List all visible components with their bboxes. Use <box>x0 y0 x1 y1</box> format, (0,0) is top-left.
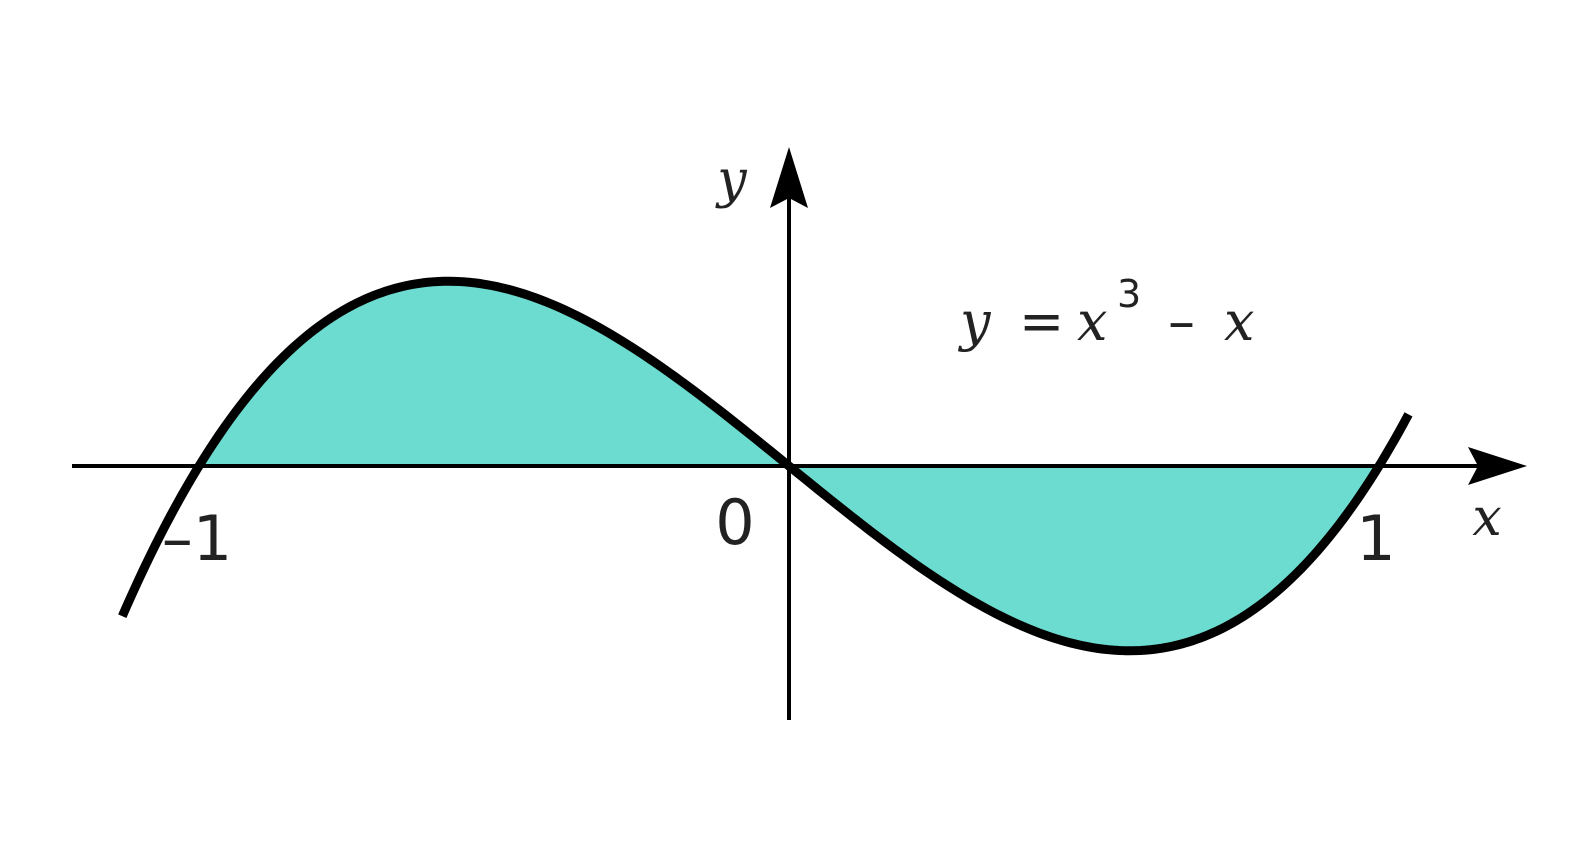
equation-base: x <box>1077 290 1107 353</box>
x-tick-label: –1 <box>162 502 232 575</box>
shaded-region-right <box>789 466 1379 651</box>
y-axis-label: y <box>715 150 747 210</box>
shaded-region-left <box>199 281 789 466</box>
curve-equation-label: y = x 3 – x <box>958 259 1254 353</box>
x-axis-label: x <box>1472 488 1501 548</box>
x-axis-arrow-icon <box>1468 447 1527 485</box>
x-tick-label: 0 <box>715 486 754 559</box>
y-axis-arrow-icon <box>770 147 808 208</box>
x-tick-label: 1 <box>1356 502 1395 575</box>
equation-lhs: y <box>958 290 992 353</box>
equation-minus: – <box>1168 290 1195 353</box>
equation-exponent: 3 <box>1117 272 1141 316</box>
equation-equals: = <box>1019 290 1064 353</box>
equation-rhs: x <box>1224 290 1254 353</box>
function-curve <box>118 276 1413 656</box>
